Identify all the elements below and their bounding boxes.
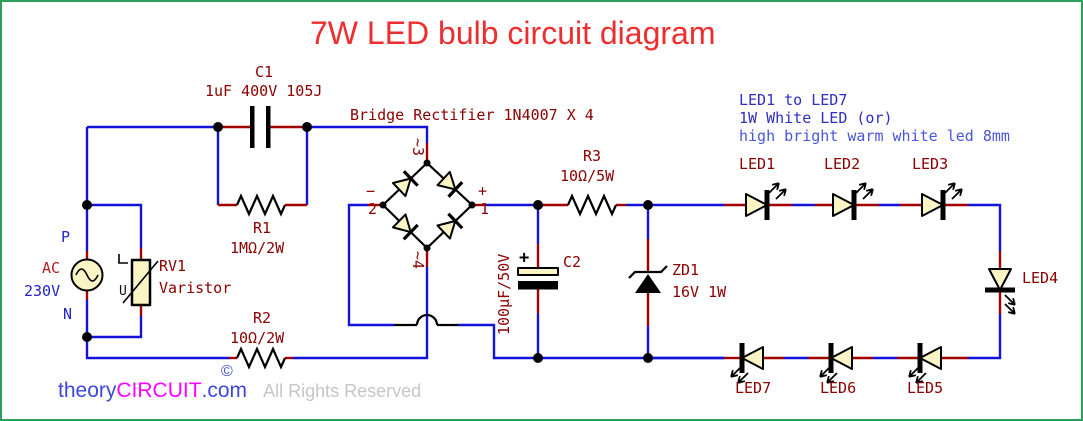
led5-symbol [920,343,941,373]
r3-value-label: 10Ω/5W [560,167,615,185]
bridge-pin-plus: + [478,182,488,200]
junction-dots [82,122,653,363]
led4-label: LED4 [1022,269,1059,287]
led5-label: LED5 [907,379,944,397]
c2-polarity-mark: + [519,248,530,268]
zd1-value-label: 16V 1W [672,283,727,301]
led6-label: LED6 [820,379,857,397]
ac-neutral-label: N [63,305,73,323]
c1-ref-label: C1 [255,63,274,81]
led7-label: LED7 [735,379,772,397]
varistor-u-mark: U [119,284,127,299]
r3-ref-label: R3 [583,147,602,165]
bridge-pin-1: 1 [480,200,490,218]
c1-value-label: 1uF 400V 105J [205,82,323,100]
led3-symbol [922,190,943,220]
c2-value-label: 100µF/50V [495,253,513,335]
led-emission-arrows [727,179,1019,387]
ac-voltage-label: 230V [24,282,61,300]
bridge-rectifier-label: Bridge Rectifier 1N4007 X 4 [350,106,594,124]
led4-symbol [985,269,1015,290]
bridge-pin-3-num: 3 [409,147,427,157]
ac-source-symbol [70,258,104,292]
pin-stubs [85,125,1002,360]
wire-hop [394,313,458,327]
rights-reserved-text: All Rights Reserved [263,381,422,401]
copyright-icon: © [221,363,233,380]
led1-symbol [746,190,767,220]
ac-label: AC [42,259,61,277]
r2-value-label: 10Ω/2W [230,329,285,347]
rv1-value-label: Varistor [159,279,232,297]
led-note-line1: LED1 to LED7 [739,91,848,109]
led1-label: LED1 [739,155,776,173]
bridge-pin-4-num: 4 [409,260,427,270]
wires [85,125,1002,360]
rv1-ref-label: RV1 [159,257,187,275]
r2-symbol [235,347,287,369]
r1-symbol [235,194,287,216]
bridge-pin-3-tilde: ~ [409,138,427,148]
varistor-symbol [118,254,159,307]
bridge-rectifier-symbol [379,159,476,252]
zd1-ref-label: ZD1 [672,261,700,279]
bridge-pin-4-tilde: ~ [409,251,427,261]
led7-symbol [742,343,763,373]
led6-symbol [831,343,852,373]
r1-ref-label: R1 [253,219,272,237]
c2-ref-label: C2 [563,253,582,271]
brand-dotcom[interactable]: .com [201,379,248,402]
r1-value-label: 1MΩ/2W [230,239,285,257]
brand-circuit[interactable]: CIRCUIT [116,379,202,402]
c2-symbol [517,267,559,290]
bridge-pin-3: ~3 [409,138,427,157]
zener-symbol [628,265,668,293]
bridge-pin-2: 2 [368,200,378,218]
r3-symbol [566,194,618,216]
page-title: 7W LED bulb circuit diagram [310,15,716,51]
led3-label: LED3 [912,155,949,173]
bridge-pin-4: ~4 [409,251,427,270]
led-note-line2: 1W White LED (or) [739,109,893,127]
led2-symbol [833,190,854,220]
led-note-line3: high bright warm white led 8mm [739,127,1010,145]
brand-theory[interactable]: theory [58,379,117,402]
ac-phase-label: P [61,228,71,246]
led2-label: LED2 [824,155,861,173]
c1-symbol [250,106,271,148]
r2-ref-label: R2 [253,309,272,327]
bridge-pin-minus: − [366,182,376,200]
